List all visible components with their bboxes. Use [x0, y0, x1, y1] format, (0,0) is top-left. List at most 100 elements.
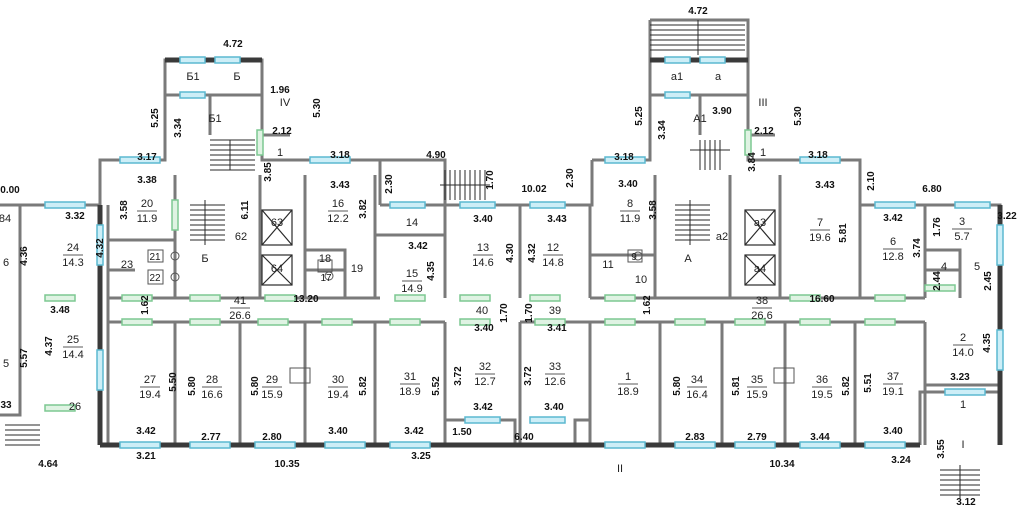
dim: 5.82 — [841, 376, 852, 396]
label-11: 11 — [602, 259, 613, 271]
room-2-area: 14.0 — [952, 347, 973, 359]
label-10: 10 — [635, 274, 647, 286]
dim: 3.34 — [657, 120, 668, 140]
label-left-5: 5 — [3, 358, 9, 370]
dim: 2.80 — [262, 432, 282, 443]
label-64: 64 — [271, 263, 283, 275]
label-a: А — [684, 253, 692, 265]
label-a1-top: а1 — [671, 71, 683, 83]
label-iv: IV — [280, 97, 291, 109]
dim: 3.82 — [358, 199, 369, 219]
label-i: I — [961, 439, 964, 451]
label-62: 62 — [235, 231, 247, 243]
room-33-num: 33 — [549, 361, 561, 373]
dim: 1.62 — [642, 295, 653, 315]
dim: 6.11 — [240, 200, 251, 219]
label-iii: III — [758, 97, 767, 109]
label-left-6: 6 — [3, 257, 9, 269]
room-8-num: 8 — [627, 198, 633, 210]
dim: 1.70 — [485, 170, 496, 190]
dim: 3.43 — [547, 214, 567, 225]
dim: 3.48 — [50, 305, 70, 316]
room-32-area: 12.7 — [474, 376, 495, 388]
label-left-84: 84 — [0, 213, 11, 225]
dim: 4.32 — [527, 243, 538, 263]
dim: 3.42 — [883, 213, 903, 224]
label-39: 39 — [549, 305, 561, 317]
label-23: 23 — [121, 259, 133, 271]
dim: 3.90 — [712, 106, 732, 117]
label-9: 9 — [631, 252, 637, 263]
dim: 3.84 — [747, 152, 758, 172]
room-7-num: 7 — [817, 217, 823, 229]
dim: 5.81 — [731, 376, 742, 396]
dim: 2.30 — [384, 174, 395, 194]
dim: 5.57 — [19, 348, 30, 368]
room-29-area: 15.9 — [261, 389, 282, 401]
room-36-area: 19.5 — [811, 389, 832, 401]
label-a3: а3 — [754, 217, 766, 229]
dim: 6.40 — [514, 432, 534, 443]
dim: 3.24 — [891, 455, 911, 466]
dim: 3.42 — [136, 426, 156, 437]
dim: 3.40 — [544, 402, 564, 413]
label-17: 17 — [320, 273, 332, 284]
dim: 5.30 — [793, 106, 804, 126]
dim: 3.40 — [474, 323, 494, 334]
dim: 2.10 — [866, 171, 877, 191]
label-a4: а4 — [754, 263, 766, 275]
dim: 10.02 — [521, 184, 546, 195]
dim: 5.80 — [672, 376, 683, 396]
dim: 3.58 — [119, 200, 130, 220]
dim: 4.72 — [688, 6, 708, 17]
label-63: 63 — [271, 217, 283, 229]
room-35-num: 35 — [751, 374, 763, 386]
dim: 0.00 — [0, 185, 20, 196]
dim: 2.12 — [754, 126, 774, 137]
room-25-area: 14.4 — [62, 349, 83, 361]
room-33-area: 12.6 — [544, 376, 565, 388]
dim: 10.34 — [769, 459, 794, 470]
label-21: 21 — [149, 252, 161, 263]
dim: 3.40 — [883, 426, 903, 437]
dim: 3.42 — [404, 426, 424, 437]
room-24-area: 14.3 — [62, 257, 83, 269]
label-b1: Б1 — [208, 113, 221, 125]
room-34-num: 34 — [691, 374, 703, 386]
room-27-num: 27 — [144, 374, 156, 386]
room-3-area: 5.7 — [954, 231, 969, 243]
label-14: 14 — [406, 217, 418, 229]
room-3-num: 3 — [959, 216, 965, 228]
dim: 16.60 — [809, 294, 834, 305]
dim: 4.30 — [505, 243, 516, 263]
windows — [44, 56, 1004, 449]
dim: 3.18 — [808, 150, 828, 161]
dim: 3.72 — [523, 366, 534, 386]
room-28-num: 28 — [206, 374, 218, 386]
room-38-num: 38 — [756, 295, 768, 307]
room-6-num: 6 — [890, 236, 896, 248]
label-a1: А1 — [693, 113, 706, 125]
room-16-num: 16 — [332, 198, 344, 210]
dim: 3.18 — [330, 150, 350, 161]
dim: 2.12 — [272, 126, 292, 137]
dim: 5.25 — [150, 108, 161, 128]
room-12-area: 14.8 — [542, 257, 563, 269]
dim: 4.90 — [426, 150, 446, 161]
label-18: 18 — [319, 253, 331, 265]
label-1-left: 1 — [277, 147, 283, 159]
dim: 1.96 — [270, 85, 290, 96]
dim: 4.72 — [223, 39, 243, 50]
dim: 3.85 — [263, 162, 274, 182]
dim: 1.50 — [452, 427, 472, 438]
dim: 3.55 — [936, 439, 947, 459]
dim: 3.42 — [473, 402, 493, 413]
dim: 4.35 — [982, 333, 993, 353]
dim: 2.79 — [747, 432, 767, 443]
label-19: 19 — [351, 263, 363, 275]
dim: 3.72 — [453, 366, 464, 386]
dim: 3.23 — [950, 372, 970, 383]
dim: 3.44 — [810, 432, 830, 443]
room-labels: 24 14.3 20 11.9 16 12.2 15 14.9 13 14.6 … — [62, 198, 973, 401]
